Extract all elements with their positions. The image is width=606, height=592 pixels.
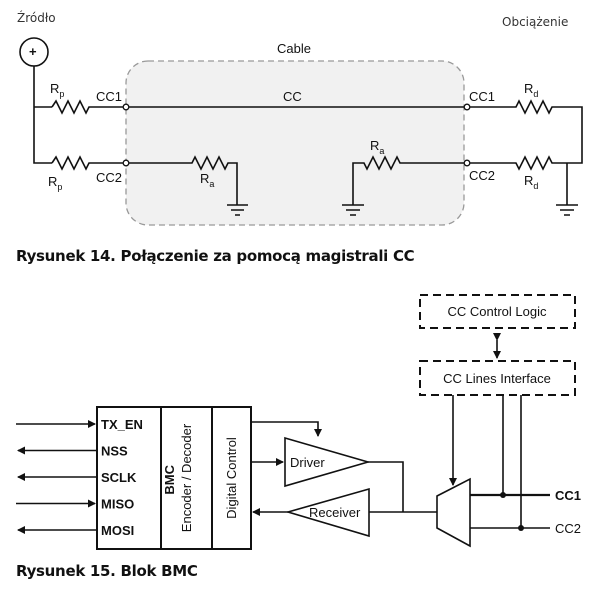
cc1-right-label: CC1 — [469, 89, 495, 104]
cable-label: Cable — [277, 41, 311, 56]
ra-resistor-icon — [352, 155, 464, 205]
cable-boundary — [125, 60, 465, 226]
signal-label: MISO — [101, 497, 134, 512]
signal-label: NSS — [101, 444, 128, 459]
ra-resistor-icon — [129, 155, 238, 205]
ground-icon — [556, 204, 578, 216]
ra-left-label: Ra — [200, 171, 214, 189]
ra-right-label: Ra — [370, 138, 384, 156]
mux-switch — [436, 477, 471, 548]
cc2-left-pin — [122, 159, 130, 167]
rd-top-label: Rd — [524, 81, 538, 99]
bmc-label: BMC Encoder / Decoder — [162, 423, 194, 532]
figure-15-bmc-block: TX_EN NSS SCLK MISO MOSI BMC Encoder / Decod… — [16, 294, 581, 550]
driver-output-wire — [368, 461, 404, 512]
receiver-label: Receiver — [309, 505, 361, 520]
figure-15-caption: Rysunek 15. Blok BMC — [16, 562, 198, 580]
cc2-label: CC2 — [555, 521, 581, 536]
cc-control-logic-box — [419, 294, 576, 329]
cc2-right-pin — [463, 159, 471, 167]
source-label: Źródło — [17, 10, 56, 25]
cc2-left-label: CC2 — [96, 170, 122, 185]
rd-bottom-label: Rd — [524, 173, 538, 191]
bmc-block — [96, 406, 252, 550]
rd-resistor-icon — [470, 99, 583, 171]
signal-label: MOSI — [101, 523, 134, 538]
cc-control-logic-label: CC Control Logic — [448, 304, 547, 319]
junction-dot — [500, 492, 506, 498]
rp-resistor-icon — [51, 155, 124, 171]
junction-dot — [518, 525, 524, 531]
enable-wire — [251, 421, 322, 437]
cc-lines-interface-label: CC Lines Interface — [443, 371, 551, 386]
spi-signals: TX_EN NSS SCLK MISO MOSI — [16, 417, 143, 538]
rp-resistor-icon — [51, 99, 124, 115]
cc-lines-interface-box — [419, 360, 576, 396]
ground-icon — [342, 204, 364, 216]
rp-top-label: Rp — [50, 81, 64, 99]
cc1-label: CC1 — [555, 488, 581, 503]
rp-bottom-label: Rp — [48, 174, 62, 192]
source-plus: + — [29, 44, 37, 59]
cc2-right-label: CC2 — [469, 168, 495, 183]
cc1-left-label: CC1 — [96, 89, 122, 104]
driver-label: Driver — [290, 455, 325, 470]
cc1-right-pin — [463, 103, 471, 111]
source-wire — [33, 66, 52, 164]
cc1-left-pin — [122, 103, 130, 111]
ground-icon — [227, 204, 248, 216]
cc-label: CC — [283, 89, 302, 104]
digital-control-label: Digital Control — [224, 437, 239, 519]
figure-14-cc-connection: Źródło Obciążenie Cable + Rp CC1 Rp CC2 … — [17, 10, 583, 226]
driver-amplifier — [284, 436, 371, 488]
signal-label: SCLK — [101, 470, 137, 485]
load-label: Obciążenie — [502, 15, 568, 29]
figure-14-caption: Rysunek 14. Połączenie za pomocą magistr… — [16, 247, 415, 265]
signal-label: TX_EN — [101, 417, 143, 432]
